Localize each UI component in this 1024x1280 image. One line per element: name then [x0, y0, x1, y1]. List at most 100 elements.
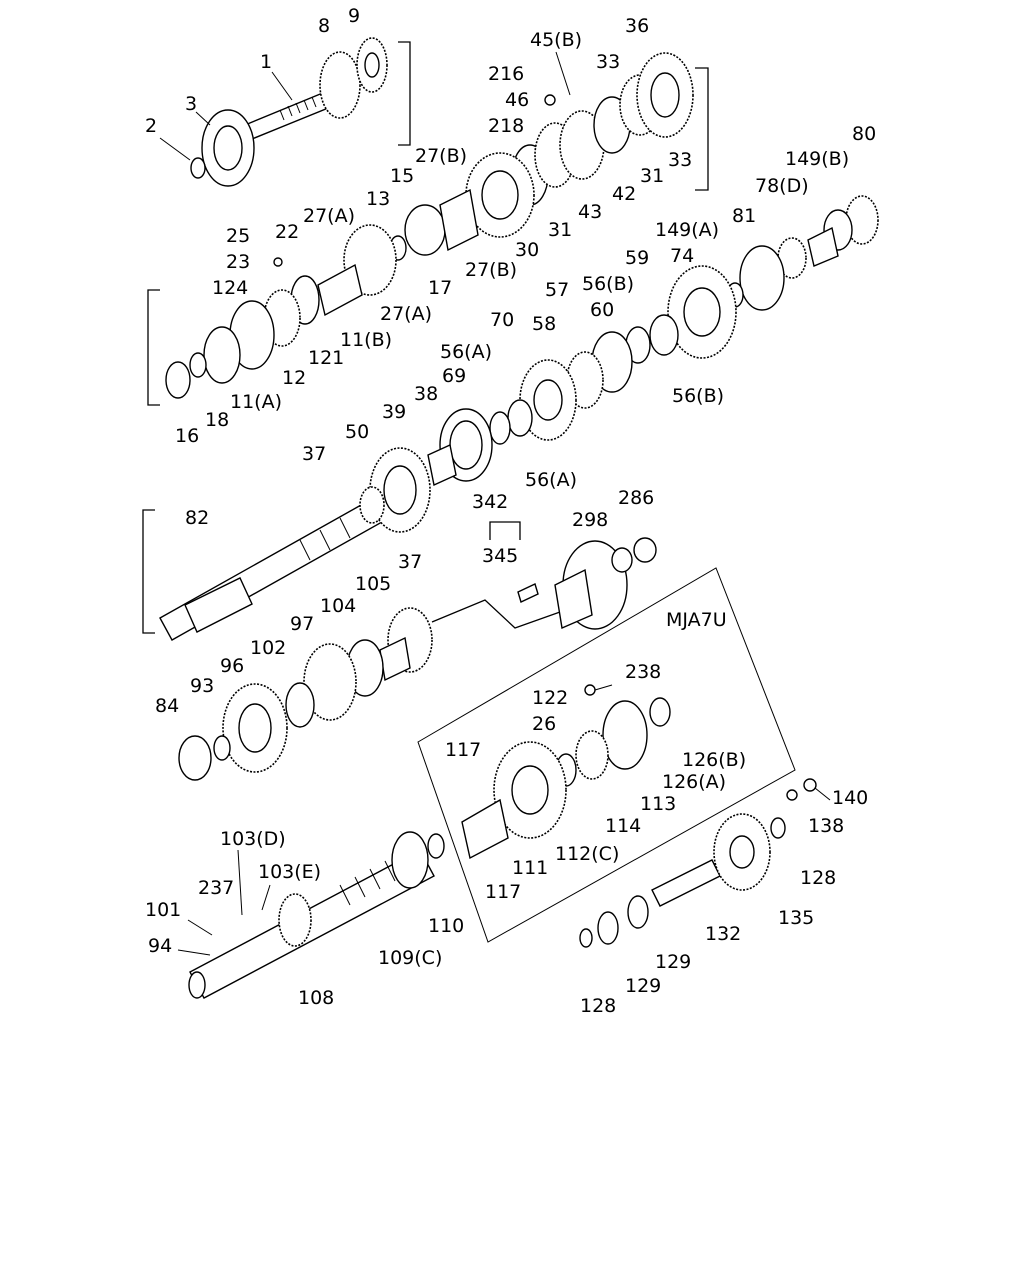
callout-11a: 11(A) — [230, 391, 282, 413]
callout-56b-bot: 56(B) — [672, 385, 724, 407]
callout-108: 108 — [298, 987, 334, 1009]
callout-109c: 109(C) — [378, 947, 442, 969]
callout-124: 124 — [212, 277, 248, 299]
callout-149b: 149(B) — [785, 148, 849, 170]
callout-27a-top: 27(A) — [303, 205, 355, 227]
callout-122: 122 — [532, 687, 568, 709]
callout-31b: 31 — [548, 219, 572, 241]
callout-labels: 1 2 3 8 9 45(B) 216 46 218 36 33 33 31 4… — [145, 5, 876, 1017]
callout-342: 342 — [472, 491, 508, 513]
callout-16: 16 — [175, 425, 199, 447]
callout-81: 81 — [732, 205, 756, 227]
reverse-idler-shaft — [651, 859, 721, 907]
callout-126b: 126(B) — [682, 749, 746, 771]
callout-60: 60 — [590, 299, 614, 321]
callout-112c: 112(C) — [555, 843, 619, 865]
callout-30: 30 — [515, 239, 539, 261]
callout-39: 39 — [382, 401, 406, 423]
callout-78d: 78(D) — [755, 175, 809, 197]
callout-94: 94 — [148, 935, 172, 957]
callout-80: 80 — [852, 123, 876, 145]
callout-104: 104 — [320, 595, 356, 617]
callout-2: 2 — [145, 115, 157, 137]
callout-27b-top: 27(B) — [415, 145, 467, 167]
callout-113: 113 — [640, 793, 676, 815]
callout-46: 46 — [505, 89, 529, 111]
callout-57: 57 — [545, 279, 569, 301]
callout-13: 13 — [366, 188, 390, 210]
callout-216: 216 — [488, 63, 524, 85]
callout-1: 1 — [260, 51, 272, 73]
callout-74: 74 — [670, 245, 694, 267]
callout-9: 9 — [348, 5, 360, 27]
callout-103e: 103(E) — [258, 861, 321, 883]
callout-129-right: 129 — [655, 951, 691, 973]
callout-27b-bot: 27(B) — [465, 259, 517, 281]
callout-237: 237 — [198, 877, 234, 899]
callout-345: 345 — [482, 545, 518, 567]
callout-93: 93 — [190, 675, 214, 697]
countershaft — [188, 849, 435, 999]
diagram-code: MJA7U — [666, 609, 727, 631]
leader-lines — [159, 51, 831, 956]
callout-114: 114 — [605, 815, 641, 837]
mja7u-box — [417, 567, 796, 943]
callout-218: 218 — [488, 115, 524, 137]
callout-286: 286 — [618, 487, 654, 509]
callout-42: 42 — [612, 183, 636, 205]
callout-111: 111 — [512, 857, 548, 879]
callout-8: 8 — [318, 15, 330, 37]
callout-149a: 149(A) — [655, 219, 719, 241]
callout-58: 58 — [532, 313, 556, 335]
callout-37a: 37 — [302, 443, 326, 465]
callout-31a: 31 — [640, 165, 664, 187]
callout-82: 82 — [185, 507, 209, 529]
callout-110: 110 — [428, 915, 464, 937]
callout-128-left: 128 — [580, 995, 616, 1017]
callout-18: 18 — [205, 409, 229, 431]
callout-105: 105 — [355, 573, 391, 595]
callout-15: 15 — [390, 165, 414, 187]
callout-117-bot: 117 — [485, 881, 521, 903]
callout-25: 25 — [226, 225, 250, 247]
callout-70: 70 — [490, 309, 514, 331]
callout-56a-top: 56(A) — [440, 341, 492, 363]
callout-102: 102 — [250, 637, 286, 659]
bracket-lines — [142, 41, 796, 943]
callout-117-top: 117 — [445, 739, 481, 761]
callout-36: 36 — [625, 15, 649, 37]
callout-45b: 45(B) — [530, 29, 582, 51]
callout-298: 298 — [572, 509, 608, 531]
callout-238: 238 — [625, 661, 661, 683]
callout-59: 59 — [625, 247, 649, 269]
parts-art — [165, 37, 879, 948]
callout-121: 121 — [308, 347, 344, 369]
callout-96: 96 — [220, 655, 244, 677]
callout-84: 84 — [155, 695, 179, 717]
callout-50: 50 — [345, 421, 369, 443]
callout-97: 97 — [290, 613, 314, 635]
callout-128-right: 128 — [800, 867, 836, 889]
callout-69: 69 — [442, 365, 466, 387]
callout-12: 12 — [282, 367, 306, 389]
callout-27a-bot: 27(A) — [380, 303, 432, 325]
callout-37b: 37 — [398, 551, 422, 573]
callout-17: 17 — [428, 277, 452, 299]
callout-26: 26 — [532, 713, 556, 735]
callout-56a-bot: 56(A) — [525, 469, 577, 491]
callout-138: 138 — [808, 815, 844, 837]
callout-33a: 33 — [596, 51, 620, 73]
callout-126a: 126(A) — [662, 771, 726, 793]
callout-129-left: 129 — [625, 975, 661, 997]
callout-56b-top: 56(B) — [582, 273, 634, 295]
callout-38: 38 — [414, 383, 438, 405]
callout-135: 135 — [778, 907, 814, 929]
callout-140: 140 — [832, 787, 868, 809]
callout-43: 43 — [578, 201, 602, 223]
callout-3: 3 — [185, 93, 197, 115]
callout-101: 101 — [145, 899, 181, 921]
callout-23: 23 — [226, 251, 250, 273]
callout-22: 22 — [275, 221, 299, 243]
callout-33b: 33 — [668, 149, 692, 171]
